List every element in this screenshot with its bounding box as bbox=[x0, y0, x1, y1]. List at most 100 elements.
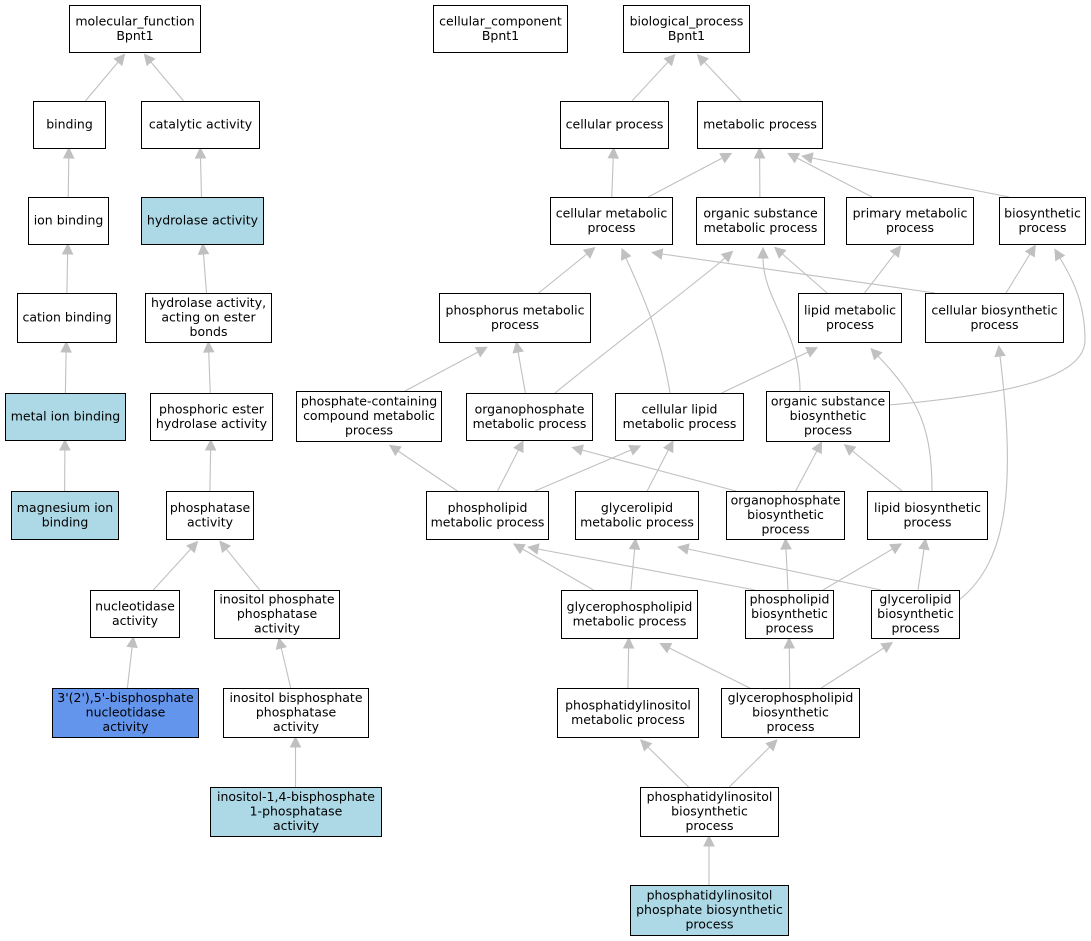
arrowhead bbox=[843, 444, 857, 456]
edge-hydrolase_ester-to-hydrolase bbox=[197, 242, 210, 294]
node-label-line: biosynthetic bbox=[790, 408, 867, 423]
node-binding[interactable]: binding bbox=[33, 101, 106, 149]
node-label-line: metabolic process bbox=[703, 117, 817, 132]
edge-organophosphate_biosynthetic-to-organic_substance_biosynthetic bbox=[795, 441, 823, 492]
node-label-line: metabolic process bbox=[571, 712, 685, 727]
node-label-line: activity bbox=[102, 719, 149, 734]
node-bisphosphate-nuc[interactable]: 3'(2'),5'-bisphosphatenucleotidaseactivi… bbox=[52, 688, 199, 738]
node-metal-ion[interactable]: metal ion binding bbox=[5, 393, 126, 441]
edge-line bbox=[199, 157, 203, 198]
edge-organophosphate_metabolic-to-phosphorus_metabolic bbox=[512, 341, 526, 394]
arrowhead bbox=[622, 636, 635, 649]
edge-organic_substance_metabolic-to-metabolic_process bbox=[753, 146, 766, 198]
node-label-line: binding bbox=[46, 117, 93, 132]
arrowhead bbox=[719, 152, 733, 164]
arrowhead bbox=[620, 247, 632, 261]
edge-cellular_metabolic-to-cellular_process bbox=[607, 146, 620, 198]
edge-line bbox=[703, 61, 742, 102]
node-label-line: Bpnt1 bbox=[482, 28, 519, 43]
edge-nucleotidase-to-phosphatase bbox=[152, 540, 199, 591]
edge-cellular_process-to-bp_root bbox=[631, 53, 676, 102]
arrowhead bbox=[62, 146, 75, 159]
node-cation-binding[interactable]: cation binding bbox=[17, 293, 117, 343]
arrowhead bbox=[527, 543, 540, 555]
node-box bbox=[575, 491, 699, 540]
edge-line bbox=[554, 257, 726, 394]
node-box bbox=[798, 293, 902, 343]
edge-line bbox=[630, 548, 636, 591]
edge-line bbox=[820, 647, 885, 689]
node-label-line: metabolic process bbox=[704, 220, 818, 235]
node-ion-binding[interactable]: ion binding bbox=[28, 197, 109, 245]
node-hydrolase[interactable]: hydrolase activity bbox=[141, 197, 264, 245]
node-label-line: inositol-1,4-bisphosphate bbox=[217, 789, 375, 804]
node-cellular-process[interactable]: cellular process bbox=[560, 101, 669, 149]
edge-line bbox=[397, 450, 458, 492]
node-label-line: biosynthetic bbox=[752, 705, 829, 720]
node-metabolic-process[interactable]: metabolic process bbox=[697, 101, 823, 149]
edge-lipid_metabolic-to-organic_substance_metabolic bbox=[773, 246, 828, 294]
node-label-line: nucleotidase bbox=[86, 705, 166, 720]
node-box bbox=[867, 491, 988, 540]
node-label-line: cellular lipid bbox=[642, 401, 718, 416]
edge-line bbox=[1005, 253, 1031, 294]
node-box bbox=[697, 101, 823, 149]
node-label-line: phosphatidylinositol bbox=[647, 789, 773, 804]
arrowhead bbox=[388, 444, 402, 457]
node-label-line: metal ion binding bbox=[11, 409, 121, 424]
edge-line bbox=[647, 746, 690, 788]
node-catalytic[interactable]: catalytic activity bbox=[141, 101, 260, 149]
node-label-line: process bbox=[587, 220, 635, 235]
node-label-line: organic substance bbox=[771, 394, 886, 409]
arrowhead bbox=[870, 347, 883, 361]
edge-line bbox=[537, 548, 756, 591]
node-box bbox=[33, 101, 106, 149]
node-label-line: activity bbox=[187, 514, 234, 529]
edge-phosphatidylinositol_biosynthetic-to-glycerophospholipid_biosynthetic bbox=[728, 739, 778, 788]
arrowhead bbox=[61, 242, 74, 255]
edge-line bbox=[67, 157, 70, 198]
edge-line bbox=[280, 647, 292, 689]
node-label-line: inositol phosphate bbox=[219, 592, 334, 607]
arrowhead bbox=[607, 146, 620, 159]
arrowhead bbox=[663, 53, 676, 67]
node-inositol-14[interactable]: inositol-1,4-bisphosphate1-phosphataseac… bbox=[210, 787, 382, 837]
arrowhead bbox=[696, 53, 709, 67]
node-label-line: phosphatase bbox=[256, 705, 337, 720]
arrowhead bbox=[773, 246, 787, 259]
arrowhead bbox=[186, 540, 199, 554]
edge-lipid_biosynthetic-to-organic_substance_biosynthetic bbox=[843, 444, 903, 492]
